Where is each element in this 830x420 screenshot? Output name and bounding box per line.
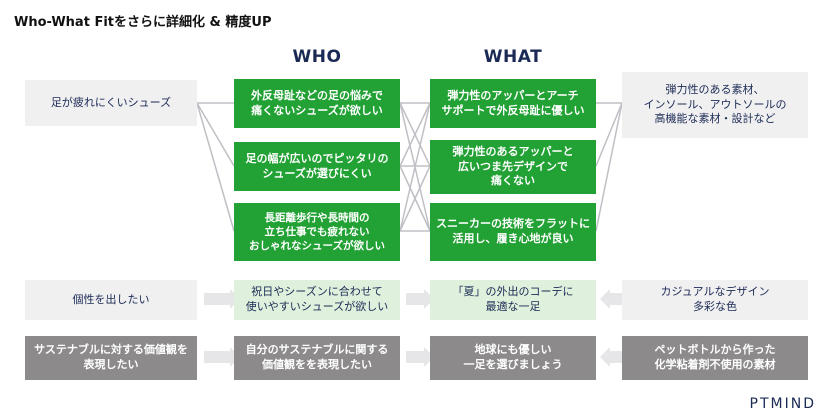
who-header: WHO — [292, 47, 342, 67]
connector-line — [595, 102, 623, 232]
what-box-arch-support: 弾力性のアッパーとアーチ サポートで外反母趾に優しい — [430, 79, 596, 128]
connector-line — [196, 102, 235, 167]
what-box-summer: 「夏」の外出のコーデに 最適な一足 — [430, 280, 596, 320]
ptmind-logo: PTMIND — [749, 396, 816, 412]
right-box-casual-design: カジュアルなデザイン 多彩な色 — [622, 280, 808, 320]
who-box-bunion: 外反母趾などの足の悩みで 痛くないシューズが欲しい — [234, 79, 400, 128]
connector-line — [399, 102, 431, 167]
left-box-individuality: 個性を出したい — [25, 280, 197, 320]
connector-line — [399, 165, 431, 232]
page-title: Who-What Fitをさらに詳細化 & 精度UP — [14, 15, 272, 30]
left-box-tired-feet: 足が疲れにくいシューズ — [25, 80, 197, 126]
connector-line — [399, 102, 431, 232]
arrow-icon — [600, 289, 624, 309]
who-box-wide-feet: 足の幅が広いのでピッタリの シューズが選びにくい — [234, 142, 400, 191]
what-header: WHAT — [483, 47, 543, 67]
what-box-sneaker-tech: スニーカーの技術をフラットに 活用し、履き心地が良い — [430, 203, 596, 261]
connector-line — [595, 102, 623, 167]
who-box-sustainable-values: 自分のサステナブルに関する 価値観をを表現したい — [234, 336, 400, 380]
what-box-wide-toe: 弾力性のあるアッパーと 広いつま先デザインで 痛くない — [430, 140, 596, 194]
what-box-eco: 地球にも優しい 一足を選びましょう — [430, 336, 596, 380]
left-box-sustainable: サステナブルに対する価値観を 表現したい — [25, 336, 197, 380]
arrow-icon — [204, 289, 240, 309]
right-box-recycled: ペットボトルから作った 化学粘着剤不使用の素材 — [622, 336, 808, 380]
arrow-icon — [406, 347, 434, 367]
arrow-icon — [600, 347, 624, 367]
right-box-materials: 弾力性のある素材、 インソール、アウトソールの 高機能な素材・設計など — [622, 72, 808, 138]
who-box-seasonal: 祝日やシーズンに合わせて 使いやすいシューズが欲しい — [234, 280, 400, 320]
who-box-long-walking: 長距離歩行や長時間の 立ち仕事でも疲れない おしゃれなシューズが欲しい — [234, 203, 400, 261]
connector-line — [196, 102, 235, 232]
arrow-icon — [204, 347, 240, 367]
arrow-icon — [406, 289, 434, 309]
